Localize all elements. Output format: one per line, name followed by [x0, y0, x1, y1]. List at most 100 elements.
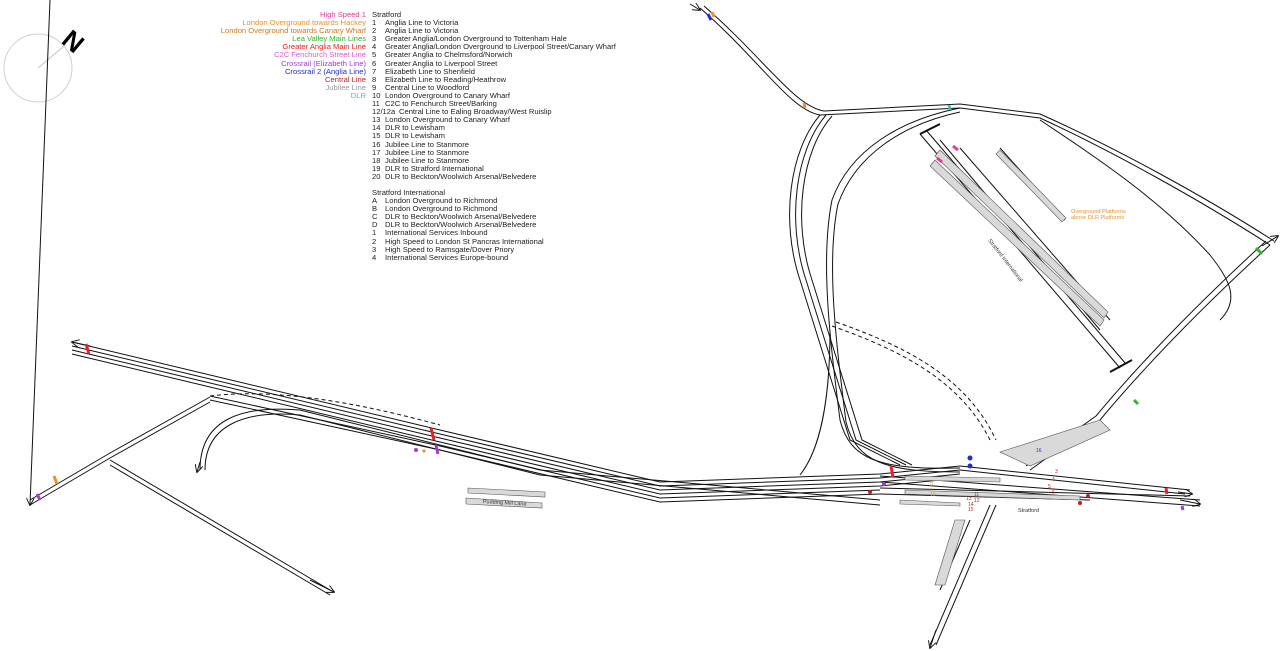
sw-arrow: [30, 0, 51, 505]
platform-number: 14: [968, 502, 974, 508]
platform-number: 9: [930, 482, 933, 488]
legend-item-greater-anglia: Greater Anglia Main Line: [282, 42, 366, 52]
sti-platform-3: [995, 149, 1067, 223]
legend-item-central-line: Central Line: [325, 74, 366, 84]
stratford-platform-b: [904, 489, 1081, 501]
legend-item-high-speed-1: High Speed 1: [319, 10, 366, 19]
c2c-marker-east: [1180, 505, 1185, 511]
hs1-marker-2: [952, 144, 959, 152]
stratford-station-label: Stratford: [1018, 508, 1040, 514]
s-arrow: [309, 579, 334, 592]
stratford-platform-a: [904, 475, 1001, 483]
greater-anglia-marker-east: [1164, 487, 1169, 495]
platform-number: 10: [930, 492, 936, 498]
pudding-mill-platform-1: [467, 487, 546, 498]
stratford-east-tracks: [879, 465, 1201, 507]
platform-number: 15: [968, 507, 974, 513]
platform-number: 5: [1048, 484, 1051, 490]
overground-marker-n: [710, 11, 716, 18]
dashed-link-2: [835, 321, 997, 441]
overground-note-line-2: above DLR Platforms: [1071, 215, 1125, 222]
dashed-link: [831, 325, 991, 441]
pudding-mill-platform-2: [465, 497, 543, 509]
platform-number: 6: [1052, 490, 1055, 496]
compass-letter: N: [56, 24, 90, 59]
legend-item-jubilee-line: Jubilee Line: [325, 82, 366, 92]
overground-marker-sw: [52, 475, 59, 485]
line-colour-legend: High Speed 1 London Overground towards H…: [150, 10, 366, 100]
legend-item-overground-canary-wharf: London Overground towards Canary Wharf: [220, 26, 366, 36]
c2c-marker: [434, 444, 440, 455]
crossrail2-marker-n: [706, 13, 713, 21]
dashed-connection: [209, 393, 441, 426]
south-arrow: [930, 629, 937, 648]
compass-needle: [37, 45, 65, 69]
legend-item-c2c: C2C Fenchurch Street Line: [273, 50, 366, 60]
ne-arrow: [1261, 236, 1278, 247]
legend-item-overground-hackney: London Overground towards Hackey: [242, 18, 366, 28]
platform-number: 4: [1052, 477, 1055, 483]
platform-number: 11: [974, 492, 979, 498]
sti-platform-2: [934, 149, 1109, 319]
overground-marker-loop: [802, 102, 807, 109]
greater-anglia-marker: [429, 427, 436, 441]
colour-markers: [35, 11, 1264, 511]
east-arrow-2: [1177, 492, 1192, 494]
west-main-line-tracks: [71, 341, 961, 503]
stratford-platform-c: [899, 499, 961, 507]
legend-item-lea-valley: Lea Valley Main Lines: [292, 34, 366, 44]
central-line-marker: [84, 343, 91, 355]
north-loop-tracks: [699, 5, 1275, 476]
elizabeth-marker-sw: [35, 493, 42, 501]
stratford-heading: Stratford: [372, 10, 402, 19]
compass-circle: [3, 33, 73, 103]
station-dots: [414, 448, 1090, 505]
stratford-platform-d: [999, 419, 1111, 467]
platform-number: 13: [966, 496, 972, 502]
southwest-branch-tracks: [29, 396, 881, 596]
stratford-international-heading: Stratford International: [372, 187, 446, 197]
platforms: [465, 149, 1111, 586]
dlr-marker-loop: [947, 104, 952, 111]
north-arrow: [689, 4, 700, 10]
platform-number: 3: [1055, 469, 1058, 475]
stratford-platform-numbers: 3 4 5 6 9 10 11 12 13 14 15 16: [930, 448, 1058, 513]
stratford-south-platform: [934, 519, 966, 586]
east-arrow: [1179, 500, 1200, 504]
legend-item-crossrail-2: Crossrail 2 (Anglia Line): [284, 66, 366, 76]
platform-number: 12: [974, 498, 980, 504]
branch-arrow: [197, 461, 200, 472]
lea-valley-marker-2: [1132, 398, 1140, 406]
legend-item-dlr: DLR: [350, 90, 366, 100]
greater-anglia-marker-strat: [889, 465, 895, 478]
legend-item-crossrail: Crossrail (Elizabeth Line): [281, 58, 366, 68]
